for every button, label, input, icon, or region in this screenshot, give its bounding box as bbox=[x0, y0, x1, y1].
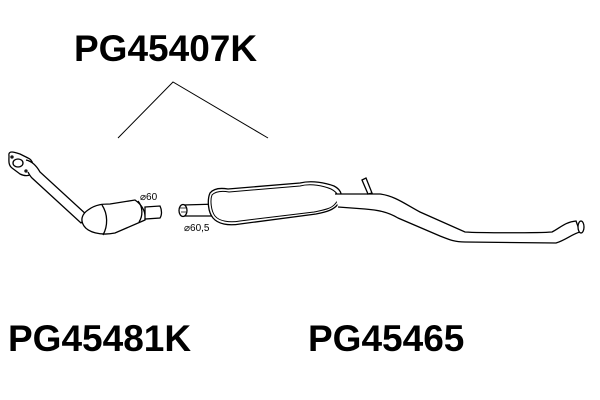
silencer-inlet-diameter: ⌀60,5 bbox=[184, 223, 210, 234]
kit-part-number: PG45407K bbox=[74, 28, 258, 69]
silencer-part bbox=[178, 177, 585, 244]
catalyst-part-number: PG45481K bbox=[8, 318, 192, 359]
kit-bracket-lines bbox=[117, 81, 269, 139]
catalyst-part bbox=[8, 151, 163, 236]
catalyst-outlet-diameter: ⌀60 bbox=[140, 192, 158, 203]
silencer-part-number: PG45465 bbox=[308, 318, 465, 359]
